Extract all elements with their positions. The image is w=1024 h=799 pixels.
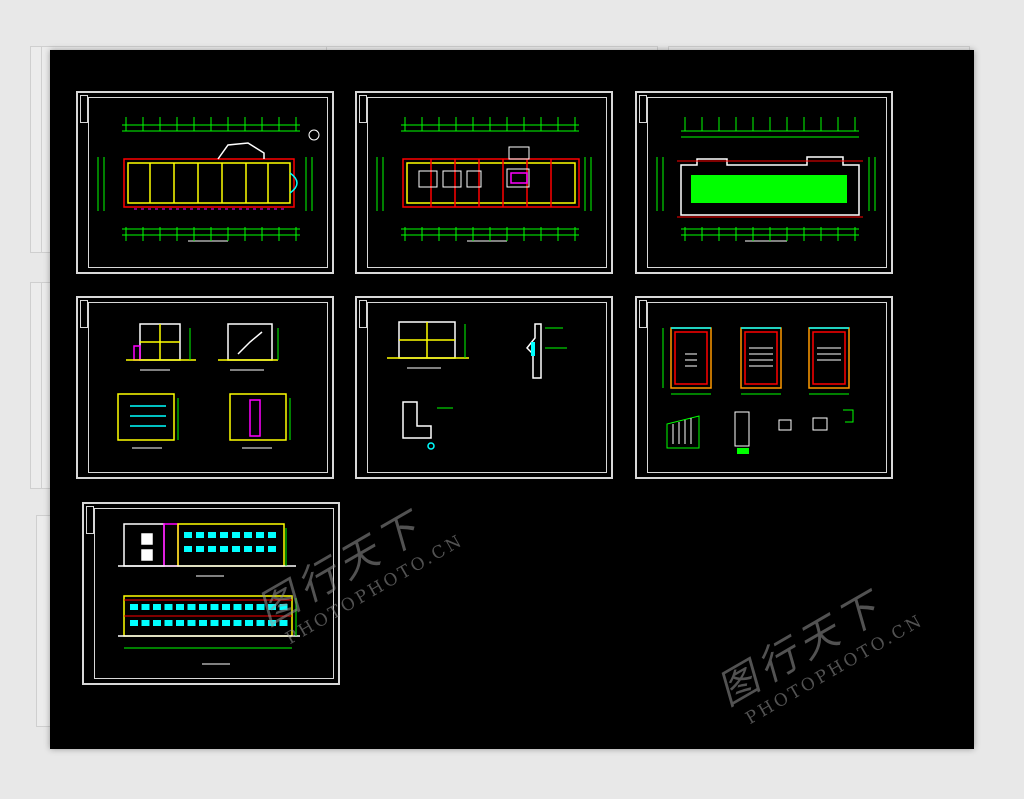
elevation-window bbox=[210, 620, 219, 626]
elevation-window bbox=[210, 604, 219, 610]
title-block bbox=[80, 95, 88, 123]
elevation-window bbox=[176, 620, 184, 626]
sheet-section-details[interactable] bbox=[355, 296, 613, 479]
sheet-sections-elevations[interactable] bbox=[76, 296, 334, 479]
elevation-window bbox=[244, 532, 252, 538]
elevation-window bbox=[245, 620, 253, 626]
elevation-window bbox=[220, 546, 228, 552]
elevation-window bbox=[153, 620, 161, 626]
sheet-building-elevations[interactable] bbox=[82, 502, 340, 685]
elevation-window bbox=[220, 532, 228, 538]
elevation-window bbox=[232, 532, 240, 538]
sheet-first-floor-plan[interactable] bbox=[76, 91, 334, 274]
elevation-window bbox=[233, 604, 242, 610]
elevation-window bbox=[130, 620, 138, 626]
elevation-window bbox=[130, 604, 138, 610]
elevation-window bbox=[196, 546, 204, 552]
elevation-window bbox=[199, 620, 207, 626]
elevation-window bbox=[256, 546, 264, 552]
elevation-window bbox=[245, 604, 253, 610]
elevation-window bbox=[176, 604, 184, 610]
elevation-window bbox=[187, 620, 196, 626]
elevation-window bbox=[153, 604, 161, 610]
elevation-window bbox=[222, 620, 230, 626]
elevation-window bbox=[199, 604, 207, 610]
elevation-window bbox=[164, 604, 173, 610]
elevation-window bbox=[208, 546, 216, 552]
elevation-window bbox=[244, 546, 252, 552]
elevation-window bbox=[141, 620, 150, 626]
title-block bbox=[359, 95, 367, 123]
elevation-window bbox=[232, 546, 240, 552]
title-block bbox=[639, 95, 647, 123]
elevation-window bbox=[268, 532, 276, 538]
title-block bbox=[80, 300, 88, 328]
elevation-window bbox=[187, 604, 196, 610]
elevation-window bbox=[256, 604, 265, 610]
title-block bbox=[359, 300, 367, 328]
sheet-roof-plan[interactable] bbox=[635, 91, 893, 274]
elevation-window bbox=[208, 532, 216, 538]
elevation-window bbox=[141, 604, 150, 610]
cad-drawing-canvas[interactable]: 图行天下 PHOTOPHOTO.CN 图行天下 PHOTOPHOTO.CN bbox=[50, 50, 974, 749]
elevation-window bbox=[233, 620, 242, 626]
sheet-second-floor-plan[interactable] bbox=[355, 91, 613, 274]
elevation-window bbox=[268, 546, 276, 552]
roof-fill bbox=[691, 175, 847, 203]
title-block bbox=[86, 506, 94, 534]
sheet-stair-details[interactable] bbox=[635, 296, 893, 479]
elevation-window bbox=[164, 620, 173, 626]
title-block bbox=[639, 300, 647, 328]
elevation-window bbox=[268, 604, 276, 610]
elevation-window bbox=[184, 546, 192, 552]
elevation-window bbox=[268, 620, 276, 626]
elevation-window bbox=[256, 620, 265, 626]
elevation-window bbox=[222, 604, 230, 610]
elevation-window bbox=[279, 620, 288, 626]
elevation-window bbox=[196, 532, 204, 538]
watermark-2: 图行天下 PHOTOPHOTO.CN bbox=[705, 560, 928, 734]
elevation-window bbox=[256, 532, 264, 538]
elevation-window bbox=[279, 604, 288, 610]
elevation-window bbox=[184, 532, 192, 538]
